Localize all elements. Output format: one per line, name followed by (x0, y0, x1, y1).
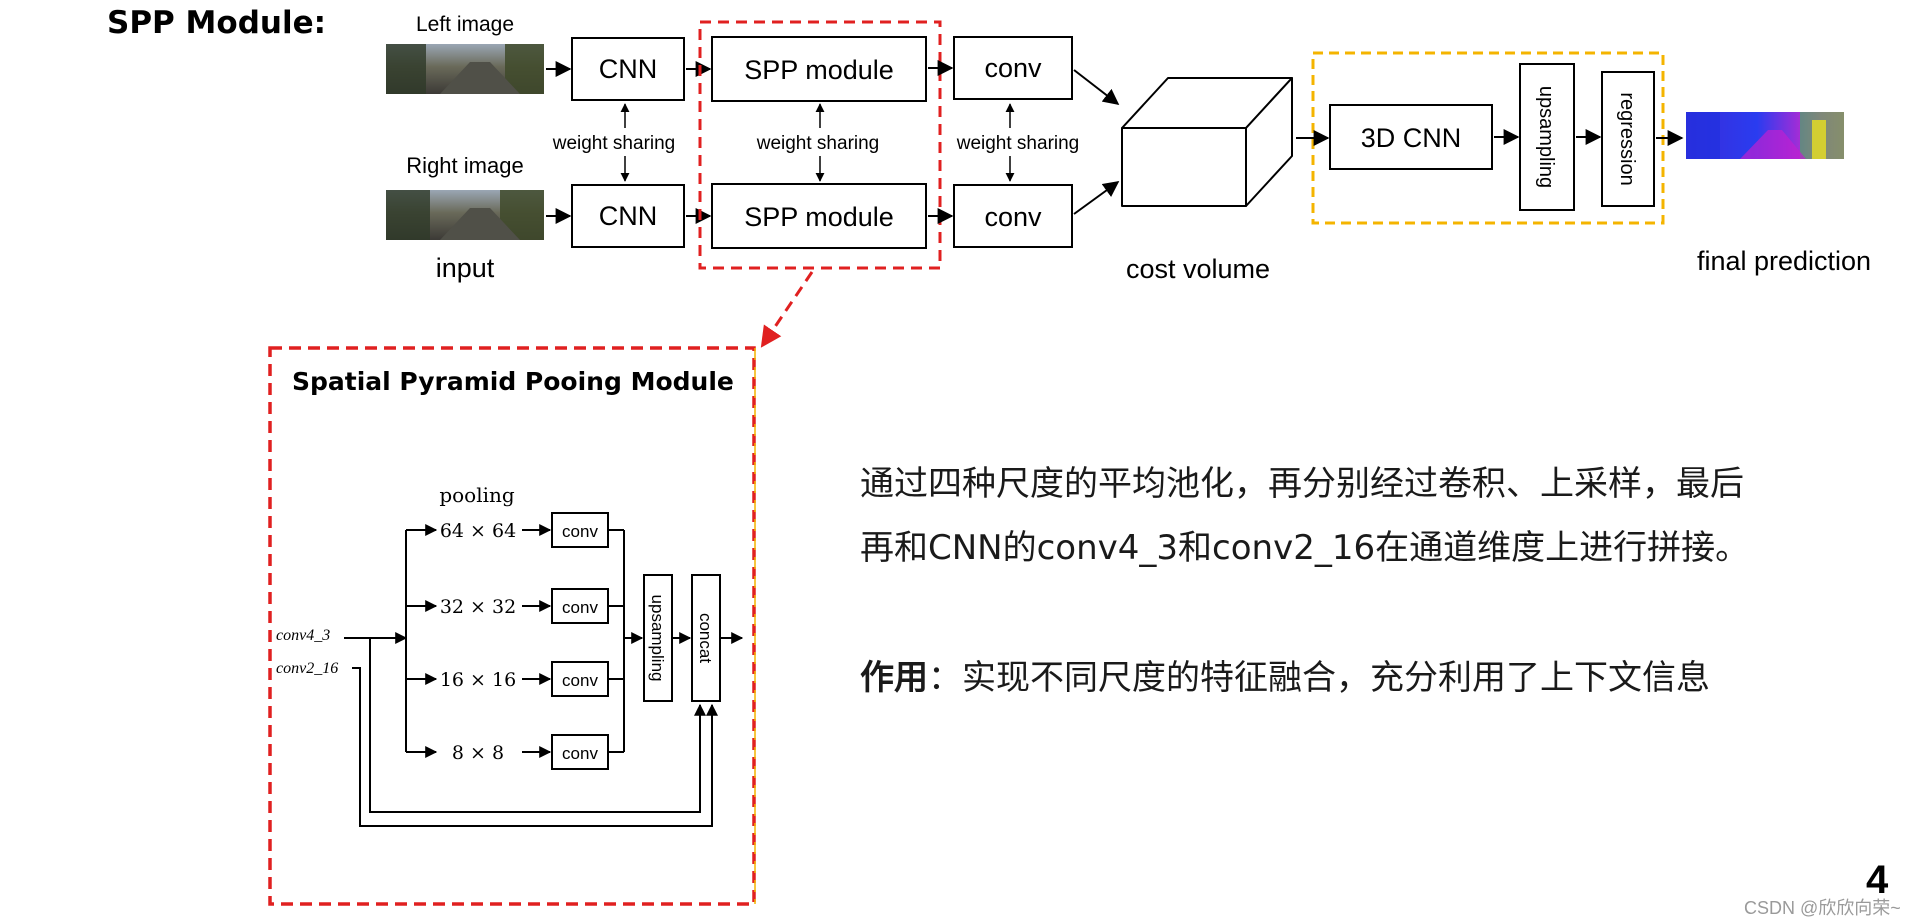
slide-title: SPP Module: (107, 5, 326, 41)
cost-volume-label: cost volume (1126, 254, 1270, 284)
regression-box (1601, 71, 1655, 207)
conv-bottom-box (953, 184, 1073, 248)
skip-conv2-16-path (352, 667, 718, 827)
pool-conv-box-4 (551, 734, 609, 770)
pool-conv-label-2: conv (562, 598, 598, 617)
cnn3d-label: 3D CNN (1361, 123, 1462, 153)
cnn3d-box (1329, 104, 1493, 170)
weight-sharing-label-2: weight sharing (756, 133, 880, 154)
left-image-thumbnail (386, 44, 544, 94)
spp-highlight-frame (698, 20, 942, 270)
watermark: CSDN @欣欣向荣~ (1744, 898, 1901, 918)
pool-scale-16: 16 × 16 (440, 669, 516, 691)
detail-upsampling-label: upsampling (648, 595, 667, 682)
effect-line: 作用：实现不同尺度的特征融合，充分利用了上下文信息 (860, 650, 1710, 699)
pool-scale-64: 64 × 64 (440, 520, 516, 542)
page-number: 4 (1866, 858, 1889, 902)
cnn-bottom-label: CNN (599, 201, 658, 231)
weight-sharing-label-1: weight sharing (552, 133, 676, 154)
regression-label: regression (1616, 92, 1638, 185)
right-image-label: Right image (406, 153, 523, 178)
cnn-bottom-box (571, 184, 685, 248)
conv-bottom-label: conv (984, 202, 1042, 232)
spp-bottom-label: SPP module (744, 202, 894, 232)
pool-conv-label-3: conv (562, 671, 598, 690)
upsampling-box (1519, 63, 1575, 211)
final-prediction-image (1686, 112, 1844, 159)
description-line-2: 再和CNN的conv4_3和conv2_16在通道维度上进行拼接。 (860, 528, 1750, 568)
concat-label: concat (696, 613, 715, 663)
pool-conv-label-4: conv (562, 744, 598, 763)
pool-conv-label-1: conv (562, 522, 598, 541)
detail-upsampling-box (643, 574, 673, 702)
pool-conv-box-2 (551, 588, 609, 624)
pool-scale-8: 8 × 8 (452, 742, 504, 764)
input-conv4-3-label: conv4_3 (276, 627, 330, 644)
effect-text: ：实现不同尺度的特征融合，充分利用了上下文信息 (928, 658, 1710, 698)
description-line-1: 通过四种尺度的平均池化，再分别经过卷积、上采样，最后 (860, 464, 1744, 504)
input-conv2-16-label: conv2_16 (276, 660, 338, 677)
cnn-top-box (571, 37, 685, 101)
pool-conv-box-3 (551, 661, 609, 697)
right-image-thumbnail (386, 190, 544, 240)
skip-conv4-3-path (369, 638, 706, 813)
conv-top-box (953, 36, 1073, 100)
cost-volume-cube (1121, 77, 1293, 207)
spp-bottom-box (711, 183, 927, 249)
arrow-conv-bottom-to-cost-volume (1073, 181, 1120, 215)
cnn-top-label: CNN (599, 54, 658, 84)
pool-scale-32: 32 × 32 (440, 596, 516, 618)
input-label: input (436, 253, 495, 283)
upsampling-label: upsampling (1535, 86, 1557, 188)
arrow-conv-top-to-cost-volume (1073, 69, 1120, 105)
spp-top-box (711, 36, 927, 102)
final-prediction-label: final prediction (1697, 246, 1871, 276)
pooling-label: pooling (439, 483, 515, 507)
weight-sharing-label-3: weight sharing (956, 133, 1080, 154)
effect-label: 作用 (860, 658, 928, 698)
detail-connector-arrow (760, 271, 814, 348)
conv-top-label: conv (984, 53, 1042, 83)
spp-top-label: SPP module (744, 55, 894, 85)
spp-detail-title: Spatial Pyramid Pooing Module (292, 367, 734, 396)
left-image-label: Left image (416, 13, 514, 36)
spp-detail-frame (268, 346, 756, 906)
